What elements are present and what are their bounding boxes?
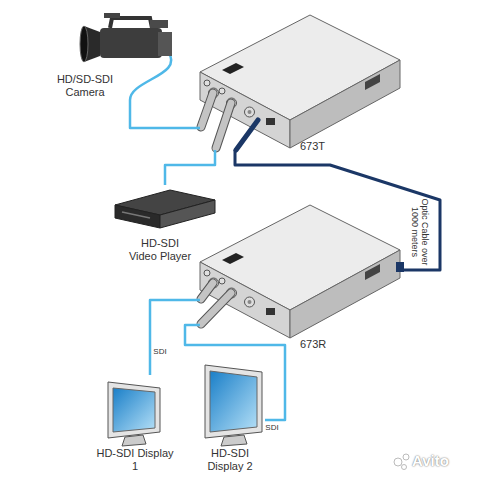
display-node: HD-SDI Display 1 (95, 375, 175, 475)
display-illustration (221, 435, 247, 446)
bnc-plugs (201, 293, 231, 324)
player-illustration (122, 212, 150, 218)
watermark: Avito (412, 452, 449, 469)
player-node: HD-SDI Video Player (100, 185, 220, 263)
bnc-plugs (201, 283, 213, 299)
watermark-logo (394, 458, 402, 466)
sdi-cable (130, 100, 200, 128)
receiver-device (200, 205, 400, 338)
bnc-plugs (201, 93, 213, 127)
device-label: HD-SDI Display 1 (95, 447, 175, 473)
camera-illustration (158, 32, 172, 56)
transmitter-device (200, 15, 400, 148)
transmitter-box: 673T (200, 15, 400, 150)
cable-label: SDI (148, 347, 172, 357)
watermark-logo (394, 454, 409, 470)
display-illustration (108, 365, 262, 446)
bnc-plugs (201, 93, 213, 127)
display-illustration (205, 365, 262, 438)
display-illustration (113, 388, 155, 432)
sdi-cable (150, 300, 200, 375)
player-illustration (115, 205, 160, 228)
watermark-logo (403, 454, 409, 460)
camera-illustration (150, 20, 168, 28)
display-illustration (108, 382, 160, 438)
display-illustration (122, 435, 146, 446)
camera-node: HD/SD-SDI Camera (45, 15, 170, 100)
bnc-plugs (216, 103, 231, 148)
sdi-cable (165, 150, 215, 185)
display-node: HD-SDI Display 2 (195, 360, 265, 475)
device-label: HD/SD-SDI Camera (50, 73, 120, 99)
camera-illustration (100, 28, 162, 58)
device-label: HD-SDI Video Player (128, 237, 192, 263)
camera-illustration (80, 26, 88, 62)
camera-illustration (104, 13, 120, 18)
device-label: 673T (300, 140, 340, 153)
bnc-plugs (236, 120, 258, 150)
cable-label: SDI (260, 423, 284, 433)
watermark-logo (402, 465, 407, 470)
bnc-plugs (216, 103, 231, 148)
player-illustration (160, 200, 215, 228)
receiver-box: 673R (200, 205, 400, 355)
device-label: HD-SDI Display 2 (195, 447, 265, 473)
cable-label: Optic Cable over 1000 meters (410, 192, 430, 272)
player-illustration (115, 190, 215, 228)
camera-illustration (110, 18, 152, 28)
sdi-cable (185, 325, 285, 420)
bnc-plugs (201, 293, 231, 324)
bnc-plugs (201, 93, 404, 324)
camera-illustration (130, 52, 171, 100)
display-illustration (210, 371, 257, 432)
bnc-plugs (201, 283, 213, 299)
device-label: 673R (300, 338, 340, 351)
optic-cable (235, 150, 440, 270)
